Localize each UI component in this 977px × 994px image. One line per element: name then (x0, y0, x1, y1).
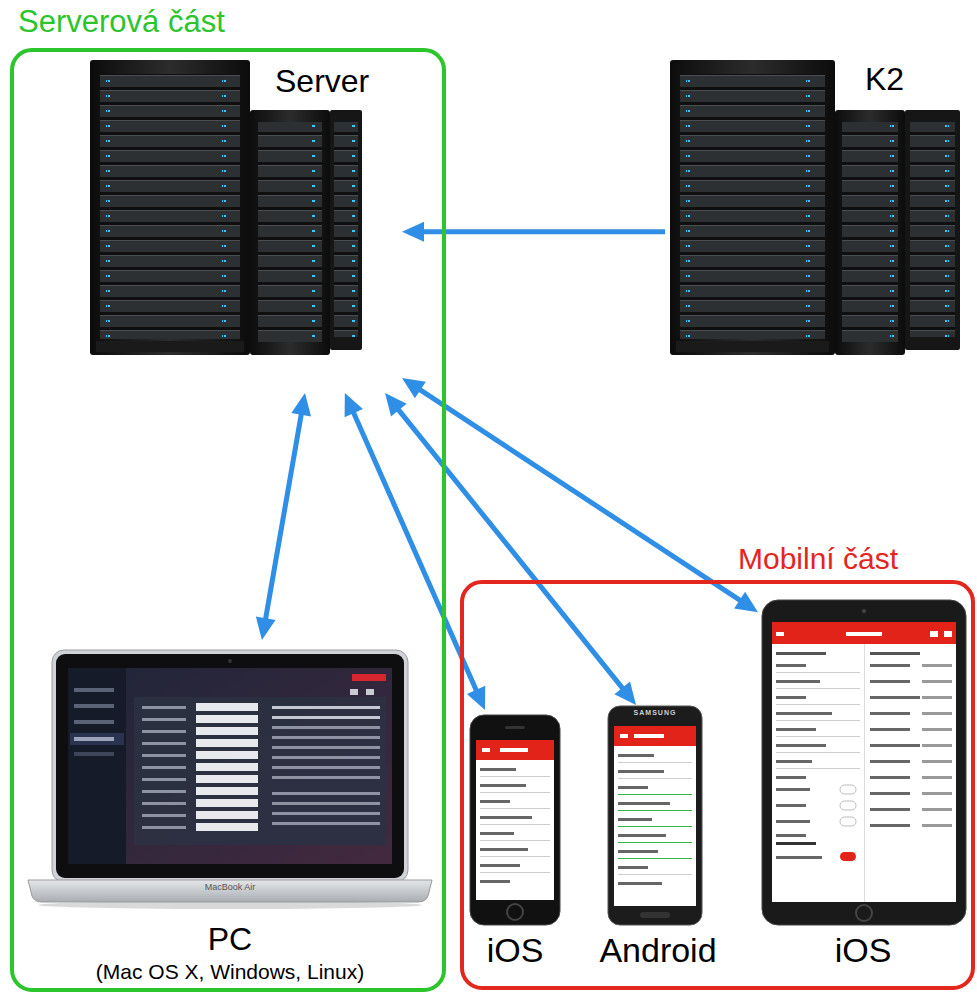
connector-line (422, 229, 665, 234)
tablet-illustration (762, 600, 966, 925)
phone-illustration (608, 706, 702, 925)
device-node: Android (588, 705, 728, 980)
arrow-head (467, 686, 485, 710)
server-node: Server (88, 58, 402, 393)
arrow-head (291, 393, 311, 416)
group-region: Mobilní částiOSAndroidiOS (460, 580, 975, 990)
node-label: Server (275, 64, 369, 99)
arrow-head (345, 393, 363, 417)
server-node: K2 (665, 58, 962, 393)
connector-line (265, 413, 301, 621)
connector-arrow (345, 393, 486, 710)
device-brand-label: MacBook Air (205, 883, 256, 893)
arrow-head (734, 592, 758, 612)
group-heading: Mobilní část (738, 542, 898, 575)
laptop-illustration (28, 650, 432, 909)
device-node: iOS (758, 598, 968, 980)
node-label: iOS (487, 932, 544, 969)
connector-arrow (402, 222, 665, 242)
arrow-head (402, 378, 426, 398)
node-label: PC (208, 922, 252, 957)
server-rack-illustration (670, 60, 960, 355)
arrow-head (614, 682, 636, 705)
arrow-head (402, 222, 424, 242)
node-label: Android (599, 932, 716, 969)
connector-arrow (256, 393, 311, 640)
arrow-head (385, 393, 407, 416)
connector-arrow (385, 393, 636, 705)
phone-illustration (470, 715, 560, 925)
arrow-head (256, 617, 276, 640)
device-node: iOS (465, 710, 565, 980)
connector-line (353, 411, 477, 691)
device-node: PC (Mac OS X, Windows, Linux) (28, 640, 432, 990)
device-brand-label: SAMSUNG (634, 709, 677, 717)
connector-line (419, 389, 742, 601)
connector-arrow (402, 378, 758, 612)
node-sublabel: (Mac OS X, Windows, Linux) (96, 960, 364, 983)
server-rack-illustration (90, 60, 362, 355)
group-heading: Serverová část (18, 5, 225, 39)
group-region: Serverová částServerPC(Mac OS X, Windows… (10, 48, 446, 992)
node-label: iOS (835, 932, 892, 969)
node-label: K2 (865, 62, 904, 97)
